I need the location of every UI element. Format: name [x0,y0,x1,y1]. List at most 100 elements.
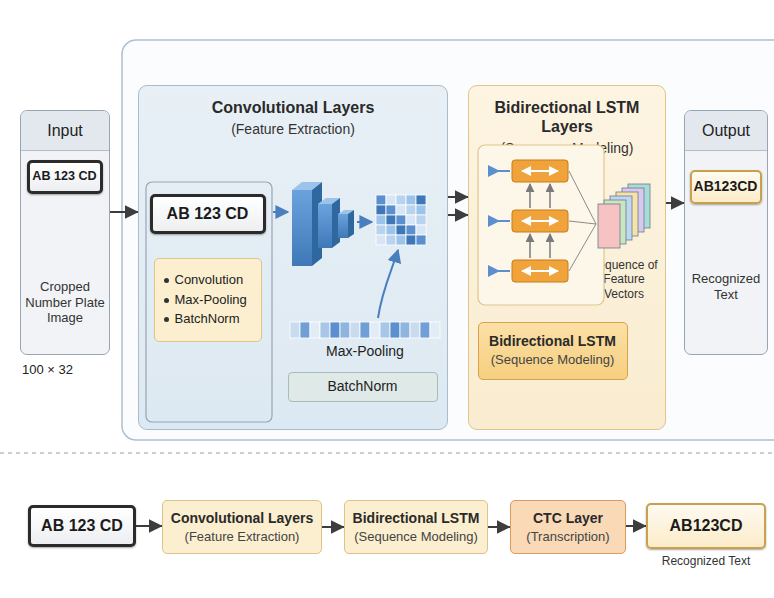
node-text: CTC Layer [515,510,621,527]
illustration-rect [376,225,386,235]
illustration-rect [416,225,426,235]
illustration-rect [338,214,348,238]
plate-image: AB 123 CD [28,505,136,547]
illustration-rect [292,190,312,266]
process-box: Bidirectional LSTM (Sequence Modeling) [344,500,488,554]
node-text: AB 123 CD [153,204,263,223]
node-text: AB123CD [648,516,764,535]
node-text: Input [21,111,109,151]
plate-text: AB123CD [690,170,762,204]
node-text: (Sequence Modeling) [349,529,483,545]
output-box: OutputRecognized Text AB123CD [684,110,768,355]
illustration-path [488,165,500,177]
illustration-rect [360,322,370,338]
illustration-line [529,184,531,208]
illustration-rect [380,322,390,338]
flow-arrow [136,525,162,527]
illustration-rect [386,235,396,245]
illustration-rect [376,195,386,205]
illustration-polygon [332,198,340,248]
illustration-rect [146,182,272,422]
illustration-rect [406,235,416,245]
node-text: Recognized Text [685,271,767,302]
node-text: Convolutional Layers [167,510,317,527]
node-text: Convolution [163,272,257,288]
node-text: (Sequence Modeling) [483,352,623,368]
illustration-line [549,234,551,258]
flow-arrow [110,211,138,213]
illustration-rect [406,195,416,205]
illustration-path [378,250,398,318]
illustration-rect [616,192,638,236]
annotation-label: 100 × 32 [22,362,112,378]
annotation-label: Recognized Text [646,554,766,568]
illustration-polygon [312,182,322,266]
illustration-rect [376,205,386,215]
node-text: Convolutional Layers [139,98,447,117]
node-text: (Feature Extraction) [167,529,317,545]
illustration-rect [406,215,416,225]
illustration-g [290,322,440,338]
illustration-rect [290,322,300,338]
node-text: AB 123 CD [31,516,133,535]
illustration-rect [478,145,604,305]
node-text: Bidirectional LSTM [349,510,483,527]
illustration-line [273,211,288,213]
process-box: Convolutional Layers (Feature Extraction) [162,500,322,554]
illustration-rect [370,322,380,338]
operation-list: ConvolutionMax-PoolingBatchNorm [154,258,262,342]
node-text: Output [685,111,767,151]
illustration-rect [396,195,406,205]
conv-panel: Convolutional Layers (Feature Extraction)… [138,85,448,430]
illustration-rect [604,200,626,244]
illustration-rect [406,205,416,215]
illustration-line [0,453,774,454]
node-text: Bidirectional LSTM Layers [469,98,665,136]
illustration-rect [622,188,644,232]
illustration-line [488,270,510,272]
illustration-rect [318,204,332,248]
illustration-line [569,221,596,224]
batchnorm-box: BatchNorm [288,372,438,402]
flow-arrow [488,526,510,528]
illustration-polygon [318,198,340,204]
illustration-rect [628,184,650,228]
illustration-path [488,265,500,277]
node-text: Max-Pooling [163,292,257,308]
illustration-rect [340,322,350,338]
plate-image: AB 123 CD [27,160,103,194]
illustration-line [357,221,372,223]
illustration-rect [416,235,426,245]
illustration-rect [330,322,340,338]
illustration-line [522,170,558,172]
illustration-line [569,224,596,271]
illustration-g [488,160,596,282]
illustration-rect [416,215,426,225]
illustration-polygon [338,210,354,214]
illustration-rect [400,322,410,338]
illustration-rect [396,235,406,245]
illustration-rect [610,196,632,240]
lstm-box: Bidirectional LSTM (Sequence Modeling) [478,322,628,380]
illustration-rect [350,322,360,338]
flow-arrow [448,196,468,198]
node-text: Bidirectional LSTM [483,333,623,350]
node-text: Cropped Number Plate Image [21,279,109,326]
illustration-rect [376,215,386,225]
illustration-rect [396,225,406,235]
illustration-g [292,182,354,266]
illustration-rect [416,205,426,215]
plate-image: AB 123 CD [150,194,266,234]
illustration-line [549,184,551,208]
illustration-rect [386,225,396,235]
illustration-line [522,270,558,272]
illustration-rect [396,215,406,225]
flow-arrow [626,525,646,527]
illustration-rect [396,205,406,215]
illustration-rect [512,160,568,182]
node-text: (Feature Extraction) [139,121,447,138]
node-text: BatchNorm [163,311,257,327]
illustration-line [488,170,510,172]
illustration-line [522,220,558,222]
